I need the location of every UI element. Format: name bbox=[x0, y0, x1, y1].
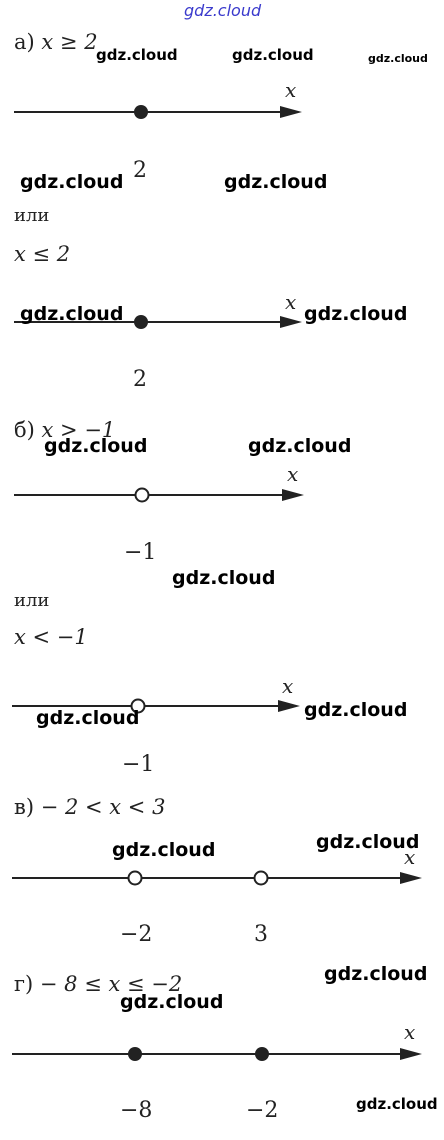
part-a-alt-inequality: x ≤ 2 bbox=[14, 242, 71, 266]
part-v-condition: в) − 2 < x < 3 bbox=[14, 795, 165, 819]
closed-point bbox=[134, 105, 148, 119]
point-label-a-alt: 2 bbox=[133, 367, 147, 392]
open-point bbox=[134, 487, 150, 503]
watermark: gdz.cloud bbox=[248, 435, 352, 457]
watermark: gdz.cloud bbox=[324, 963, 428, 985]
or-word-b: или bbox=[14, 590, 50, 611]
part-a-prefix: а) bbox=[14, 30, 35, 54]
axis-arrow-icon bbox=[280, 106, 302, 118]
point-label-g-2: −2 bbox=[246, 1098, 279, 1123]
open-point bbox=[127, 870, 143, 886]
point-label-v-2: 3 bbox=[254, 922, 268, 947]
part-a-inequality: x ≥ 2 bbox=[41, 30, 98, 54]
axis-label-a-alt: x bbox=[285, 290, 297, 314]
point-label-b: −1 bbox=[124, 540, 157, 565]
number-line-b bbox=[14, 487, 304, 503]
part-b-prefix: б) bbox=[14, 418, 35, 442]
axis-label-b-alt: x bbox=[282, 674, 294, 698]
watermark: gdz.cloud bbox=[232, 46, 314, 64]
number-line-v bbox=[12, 870, 422, 886]
closed-point bbox=[128, 1047, 142, 1061]
axis-arrow-icon bbox=[278, 700, 300, 712]
axis-label-g: x bbox=[404, 1020, 416, 1044]
part-g-prefix: г) bbox=[14, 972, 34, 996]
part-a-condition: а) x ≥ 2 bbox=[14, 30, 98, 54]
part-b-inequality: x > −1 bbox=[41, 418, 116, 442]
watermark: gdz.cloud bbox=[304, 303, 408, 325]
watermark: gdz.cloud bbox=[356, 1095, 438, 1113]
number-line-g bbox=[12, 1047, 422, 1061]
axis-arrow-icon bbox=[400, 1048, 422, 1060]
watermark: gdz.cloud bbox=[112, 839, 216, 861]
closed-point bbox=[255, 1047, 269, 1061]
part-v-prefix: в) bbox=[14, 795, 35, 819]
point-label-g-1: −8 bbox=[120, 1098, 153, 1123]
part-v-inequality: − 2 < x < 3 bbox=[40, 795, 166, 819]
closed-point bbox=[134, 315, 148, 329]
axis-label-b: x bbox=[287, 462, 299, 486]
part-g-condition: г) − 8 ≤ x ≤ −2 bbox=[14, 972, 182, 996]
part-b-condition: б) x > −1 bbox=[14, 418, 115, 442]
axis-label-v: x bbox=[404, 845, 416, 869]
header-watermark: gdz.cloud bbox=[184, 1, 262, 20]
watermark: gdz.cloud bbox=[20, 171, 124, 193]
watermark: gdz.cloud bbox=[368, 52, 428, 65]
watermark: gdz.cloud bbox=[20, 303, 124, 325]
watermark: gdz.cloud bbox=[224, 171, 328, 193]
part-b-alt-inequality: x < −1 bbox=[14, 625, 88, 649]
point-label-a: 2 bbox=[133, 158, 147, 183]
watermark: gdz.cloud bbox=[316, 831, 420, 853]
watermark: gdz.cloud bbox=[44, 435, 148, 457]
point-label-v-1: −2 bbox=[120, 922, 153, 947]
number-line-b-alt bbox=[12, 698, 300, 714]
open-point bbox=[253, 870, 269, 886]
axis-arrow-icon bbox=[282, 489, 304, 501]
watermark: gdz.cloud bbox=[36, 707, 140, 729]
axis-arrow-icon bbox=[400, 872, 422, 884]
axis-label-a: x bbox=[285, 78, 297, 102]
open-point bbox=[130, 698, 146, 714]
watermark: gdz.cloud bbox=[96, 46, 178, 64]
watermark: gdz.cloud bbox=[120, 991, 224, 1013]
watermark: gdz.cloud bbox=[304, 699, 408, 721]
axis-arrow-icon bbox=[280, 316, 302, 328]
number-line-a-alt bbox=[14, 315, 302, 329]
number-line-a bbox=[14, 105, 302, 119]
part-g-inequality: − 8 ≤ x ≤ −2 bbox=[39, 972, 183, 996]
or-word-a: или bbox=[14, 205, 50, 226]
point-label-b-alt: −1 bbox=[122, 752, 155, 777]
watermark: gdz.cloud bbox=[172, 567, 276, 589]
